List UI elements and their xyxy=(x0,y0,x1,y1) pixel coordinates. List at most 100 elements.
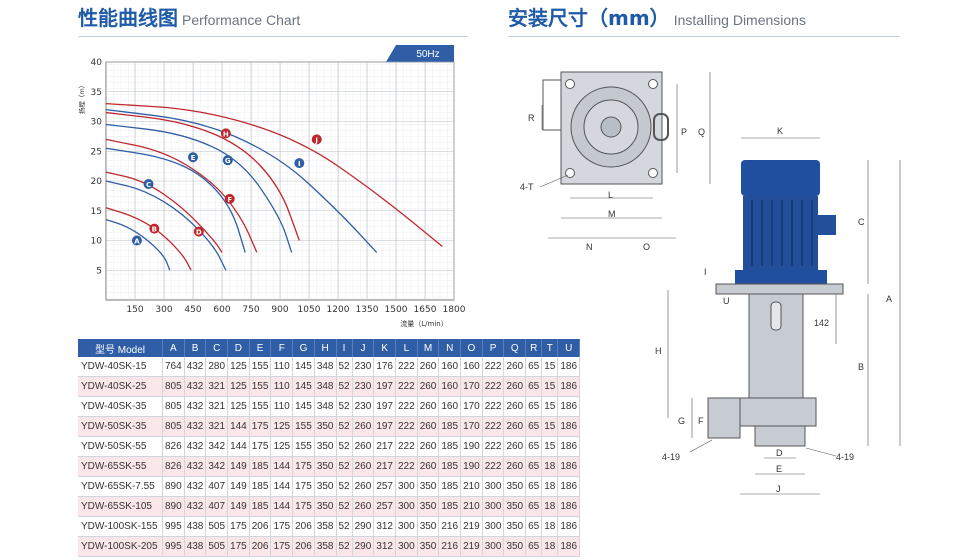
value-cell: 175 xyxy=(292,476,315,497)
value-cell: 222 xyxy=(482,456,505,477)
mount-hole xyxy=(565,168,575,178)
x-tick-label: 1800 xyxy=(443,305,466,315)
header-p: P xyxy=(482,339,505,357)
value-cell: 125 xyxy=(227,396,250,417)
marker-c xyxy=(143,178,154,189)
label-p: P xyxy=(681,127,687,137)
motor-body xyxy=(743,196,818,270)
value-cell: 222 xyxy=(482,376,505,397)
value-cell: 300 xyxy=(482,536,505,557)
label-e: E xyxy=(776,464,782,474)
value-cell: 175 xyxy=(292,456,315,477)
value-cell: 890 xyxy=(162,496,185,517)
install-title-cn: 安装尺寸（mm） xyxy=(508,6,670,30)
value-cell: 186 xyxy=(557,476,581,497)
value-cell: 219 xyxy=(460,536,483,557)
value-cell: 186 xyxy=(557,536,581,557)
marker-label-b: B xyxy=(152,226,157,234)
curve-c xyxy=(105,180,227,271)
label-h: H xyxy=(655,346,662,356)
value-cell: 15 xyxy=(541,416,559,437)
value-cell: 15 xyxy=(541,436,559,457)
value-cell: 185 xyxy=(438,416,462,437)
mount-hole xyxy=(648,79,658,89)
value-cell: 995 xyxy=(162,516,185,537)
curve-h xyxy=(105,111,300,241)
value-cell: 144 xyxy=(270,496,294,517)
value-cell: 190 xyxy=(460,456,483,477)
label-n: N xyxy=(586,242,593,252)
side-handle xyxy=(653,113,669,141)
inlet-flange xyxy=(754,425,806,447)
value-cell: 185 xyxy=(438,476,462,497)
value-cell: 160 xyxy=(438,396,462,417)
performance-title-en: Performance Chart xyxy=(182,12,301,28)
value-cell: 260 xyxy=(503,436,527,457)
curve-g xyxy=(105,123,293,253)
marker-f xyxy=(224,193,235,204)
curve-i xyxy=(105,108,378,253)
value-cell: 197 xyxy=(373,396,396,417)
value-cell: 170 xyxy=(460,396,483,417)
header-h: H xyxy=(314,339,337,357)
value-cell: 197 xyxy=(373,416,396,437)
value-cell: 149 xyxy=(227,456,250,477)
header-q: Q xyxy=(503,339,527,357)
value-cell: 432 xyxy=(184,357,207,377)
value-cell: 222 xyxy=(395,376,418,397)
label-i: I xyxy=(704,267,707,277)
model-cell: YDW-40SK-25 xyxy=(78,376,163,397)
label-4t: 4-T xyxy=(520,182,534,192)
value-cell: 222 xyxy=(482,396,505,417)
value-cell: 260 xyxy=(352,476,375,497)
x-tick-label: 300 xyxy=(155,305,172,315)
model-cell: YDW-40SK-15 xyxy=(78,357,163,377)
install-title-rule xyxy=(508,36,900,37)
label-u: U xyxy=(723,296,730,306)
mount-hole xyxy=(648,168,658,178)
label-r: R xyxy=(528,113,535,123)
value-cell: 350 xyxy=(417,516,440,537)
value-cell: 155 xyxy=(249,376,272,397)
value-cell: 206 xyxy=(249,536,272,557)
value-cell: 805 xyxy=(162,396,185,417)
value-cell: 186 xyxy=(557,436,581,457)
value-cell: 358 xyxy=(314,516,337,537)
value-cell: 300 xyxy=(395,516,418,537)
value-cell: 222 xyxy=(395,396,418,417)
value-cell: 260 xyxy=(352,496,375,517)
value-cell: 186 xyxy=(557,357,581,377)
x-tick-label: 1200 xyxy=(327,305,350,315)
value-cell: 342 xyxy=(205,436,229,457)
value-cell: 321 xyxy=(205,416,229,437)
value-cell: 65 xyxy=(525,456,543,477)
value-cell: 350 xyxy=(503,476,527,497)
value-cell: 348 xyxy=(314,376,337,397)
value-cell: 175 xyxy=(249,436,272,457)
value-cell: 65 xyxy=(525,536,543,557)
header-t: T xyxy=(541,339,559,357)
value-cell: 144 xyxy=(270,456,294,477)
leader-4t xyxy=(539,174,569,188)
value-cell: 186 xyxy=(557,416,581,437)
value-cell: 260 xyxy=(503,416,527,437)
value-cell: 125 xyxy=(227,376,250,397)
value-cell: 145 xyxy=(292,376,315,397)
value-cell: 65 xyxy=(525,476,543,497)
marker-label-e: E xyxy=(191,154,196,162)
model-cell: YDW-65SK-55 xyxy=(78,456,163,477)
value-cell: 222 xyxy=(482,436,505,457)
model-cell: YDW-40SK-35 xyxy=(78,396,163,417)
value-cell: 280 xyxy=(205,357,229,377)
value-cell: 18 xyxy=(541,476,559,497)
value-cell: 65 xyxy=(525,357,543,377)
value-cell: 230 xyxy=(352,376,375,397)
value-cell: 186 xyxy=(557,396,581,417)
model-cell: YDW-65SK-105 xyxy=(78,496,163,517)
